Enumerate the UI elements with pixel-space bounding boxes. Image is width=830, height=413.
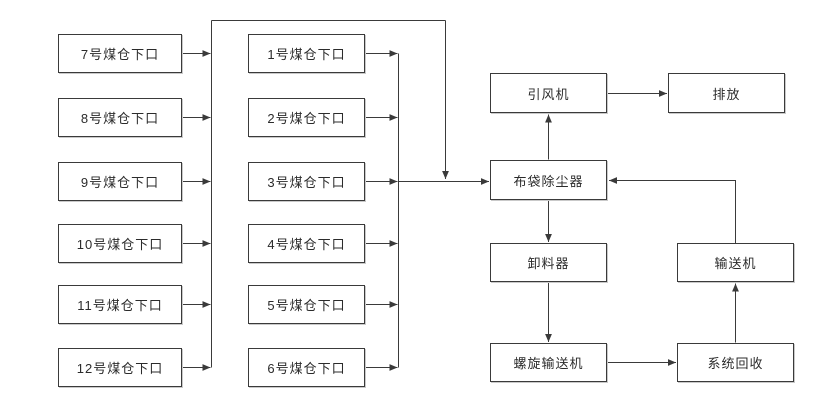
node-unloader: 卸料器 — [490, 243, 607, 282]
node-bunker-8: 8号煤仓下口 — [58, 98, 182, 137]
node-conveyor: 输送机 — [677, 243, 794, 282]
node-bunker-4: 4号煤仓下口 — [248, 224, 365, 263]
node-bunker-5: 5号煤仓下口 — [248, 285, 365, 324]
node-bunker-12: 12号煤仓下口 — [58, 348, 182, 387]
node-screw-conveyor: 螺旋输送机 — [490, 343, 607, 382]
edge-conveyor-bagfilter — [609, 177, 736, 244]
node-bunker-2: 2号煤仓下口 — [248, 98, 365, 137]
node-bunker-1: 1号煤仓下口 — [248, 34, 365, 73]
node-induced-draft-fan: 引风机 — [490, 73, 607, 113]
node-system-recovery: 系统回收 — [677, 343, 794, 382]
node-bunker-9: 9号煤仓下口 — [58, 162, 182, 201]
node-bunker-6: 6号煤仓下口 — [248, 348, 365, 387]
node-bunker-3: 3号煤仓下口 — [248, 162, 365, 201]
node-bag-filter: 布袋除尘器 — [490, 160, 607, 200]
node-bunker-7: 7号煤仓下口 — [58, 34, 182, 73]
node-bunker-11: 11号煤仓下口 — [58, 285, 182, 324]
node-bunker-10: 10号煤仓下口 — [58, 224, 182, 263]
node-discharge: 排放 — [668, 73, 785, 113]
